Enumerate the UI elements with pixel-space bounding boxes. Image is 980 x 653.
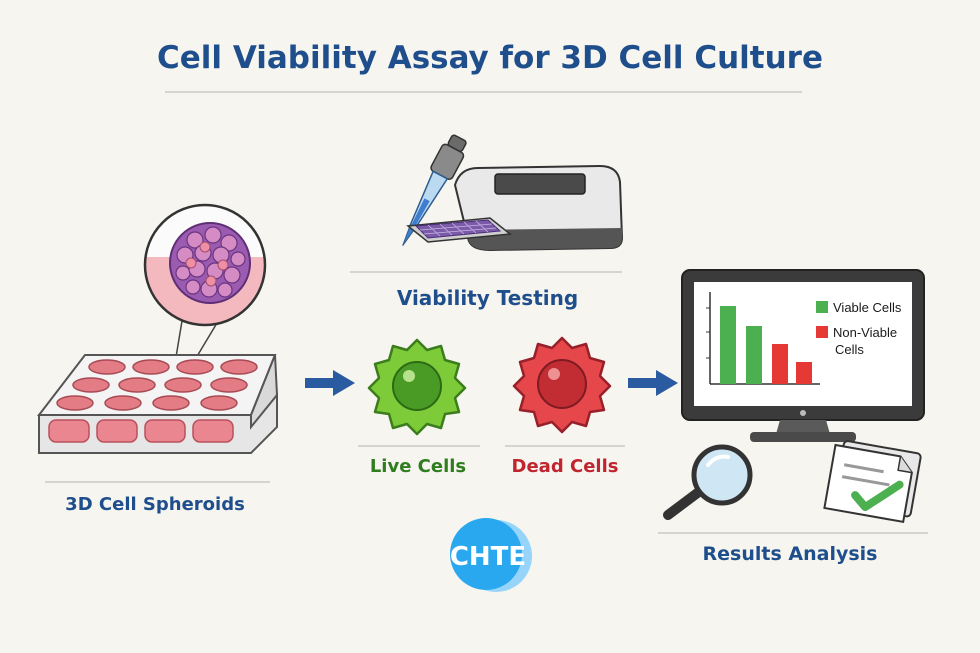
monitor-bar-1 (720, 306, 736, 384)
report-icon (823, 440, 922, 524)
arrow-to-cells (305, 370, 355, 396)
legend-viable-swatch (816, 301, 828, 313)
spheroids-label: 3D Cell Spheroids (65, 494, 245, 515)
dead-cells-label: Dead Cells (511, 456, 619, 477)
live-divider (358, 445, 480, 447)
dead-cell-icon (512, 336, 612, 434)
monitor-bar-3 (772, 344, 788, 384)
testing-divider (350, 271, 622, 273)
magnifier-icon (663, 444, 753, 520)
live-cell-icon (367, 338, 467, 436)
title-divider (165, 91, 802, 93)
results-label: Results Analysis (702, 543, 878, 565)
live-cells-label: Live Cells (369, 456, 467, 477)
arrow-to-results (628, 370, 678, 396)
monitor-illustration: Viable Cells Non-Viable Cells (681, 269, 925, 442)
spheroids-divider (45, 481, 270, 483)
logo: CHTE (450, 518, 532, 592)
legend-non-viable-text-2: Cells (835, 342, 864, 357)
logo-text: CHTE (450, 542, 526, 572)
legend-non-viable-text-1: Non-Viable (833, 325, 897, 340)
legend-viable-text: Viable Cells (833, 300, 902, 315)
page-title: Cell Viability Assay for 3D Cell Culture (157, 40, 823, 76)
dead-divider (505, 445, 625, 447)
monitor-bar-4 (796, 362, 812, 384)
results-divider (658, 532, 928, 534)
monitor-bar-2 (746, 326, 762, 384)
plate-reader-illustration (402, 134, 624, 252)
testing-label: Viability Testing (396, 286, 579, 310)
legend-non-viable-swatch (816, 326, 828, 338)
well-plate-illustration (36, 203, 279, 454)
